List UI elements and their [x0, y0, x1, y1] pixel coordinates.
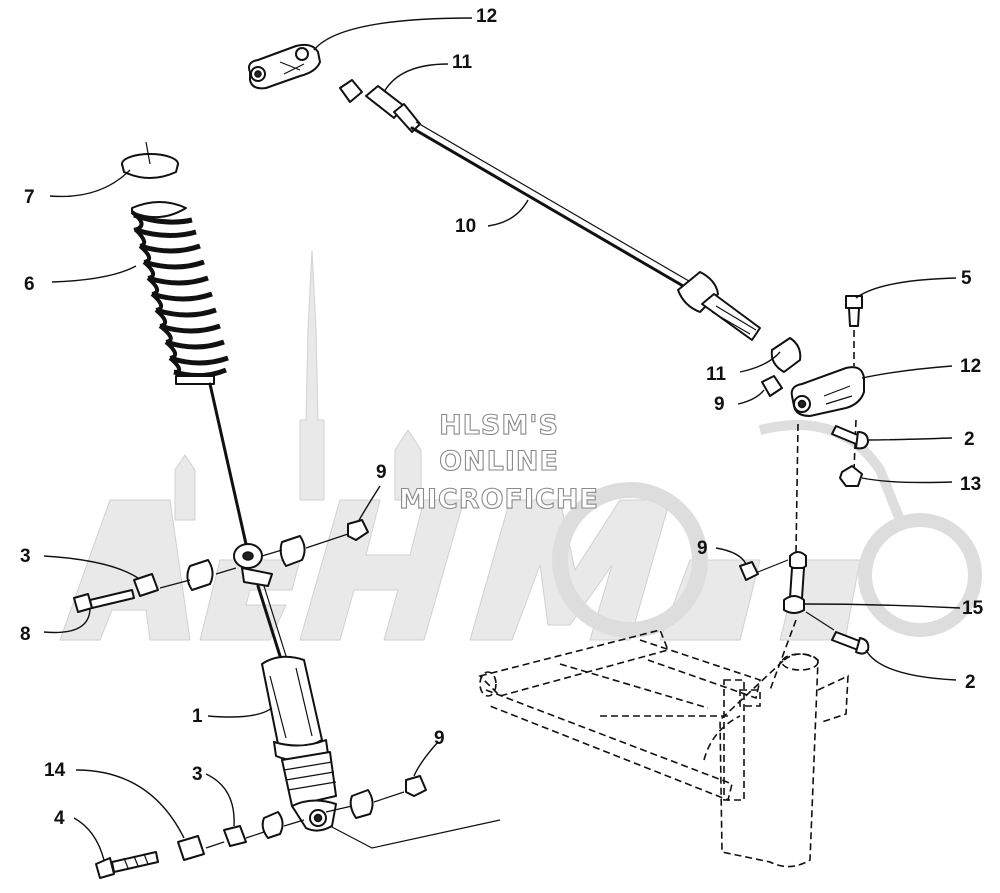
coil-spring	[130, 201, 229, 385]
callout-3-lower: 3	[192, 764, 203, 785]
callouts: 12 11 10 7 6 5 11 12 9 2 13 9 3 8 9 15 2…	[20, 6, 984, 829]
watermark-line-1: HLSM'S	[439, 410, 559, 441]
callout-3-upper: 3	[20, 546, 31, 567]
stabilizer-link	[739, 423, 870, 691]
bolt-2-upper	[831, 425, 869, 450]
rod-end-upper	[248, 43, 321, 90]
callout-12-lower: 12	[960, 356, 981, 377]
callout-5: 5	[961, 268, 972, 289]
jam-nut-upper	[339, 79, 363, 103]
callout-2-lower: 2	[965, 672, 976, 693]
nut-9-upper	[761, 375, 783, 397]
watermark-line-3: MICROFICHE	[399, 484, 599, 515]
callout-8: 8	[20, 624, 31, 645]
callout-1: 1	[192, 706, 203, 727]
callout-9-rod-end: 9	[714, 394, 725, 415]
a-arm-spindle	[478, 629, 849, 868]
callout-12-upper: 12	[476, 6, 497, 27]
callout-10: 10	[455, 216, 476, 237]
shock-assembly	[121, 141, 337, 832]
tie-rod-assembly	[248, 43, 869, 487]
tie-rod	[410, 126, 692, 292]
callout-4: 4	[54, 808, 65, 829]
callout-6: 6	[24, 274, 35, 295]
upper-mount-hardware	[73, 519, 369, 613]
lower-mount-hardware	[95, 775, 501, 879]
callout-14: 14	[44, 760, 66, 781]
callout-15: 15	[962, 598, 984, 619]
watermark-graphic	[59, 249, 982, 641]
callout-11-lower: 11	[706, 364, 727, 385]
callout-9-upper-mount: 9	[376, 462, 387, 483]
leader-lines	[43, 17, 961, 861]
shock-body	[261, 655, 337, 832]
jam-nut-lower	[770, 337, 802, 373]
callout-7: 7	[24, 187, 35, 208]
callout-11-upper: 11	[452, 52, 473, 73]
rod-end-lower	[790, 366, 865, 417]
bolt-5	[845, 295, 863, 327]
spring-retainer	[121, 141, 179, 179]
callout-2-upper: 2	[964, 429, 975, 450]
callout-13: 13	[960, 474, 981, 495]
watermark-text: HLSM'S ONLINE MICROFICHE	[399, 409, 599, 515]
nut-13	[839, 465, 863, 487]
callout-9-link: 9	[697, 538, 708, 559]
callout-9-lower-mount: 9	[434, 728, 445, 749]
watermark-line-2: ONLINE	[439, 446, 559, 477]
